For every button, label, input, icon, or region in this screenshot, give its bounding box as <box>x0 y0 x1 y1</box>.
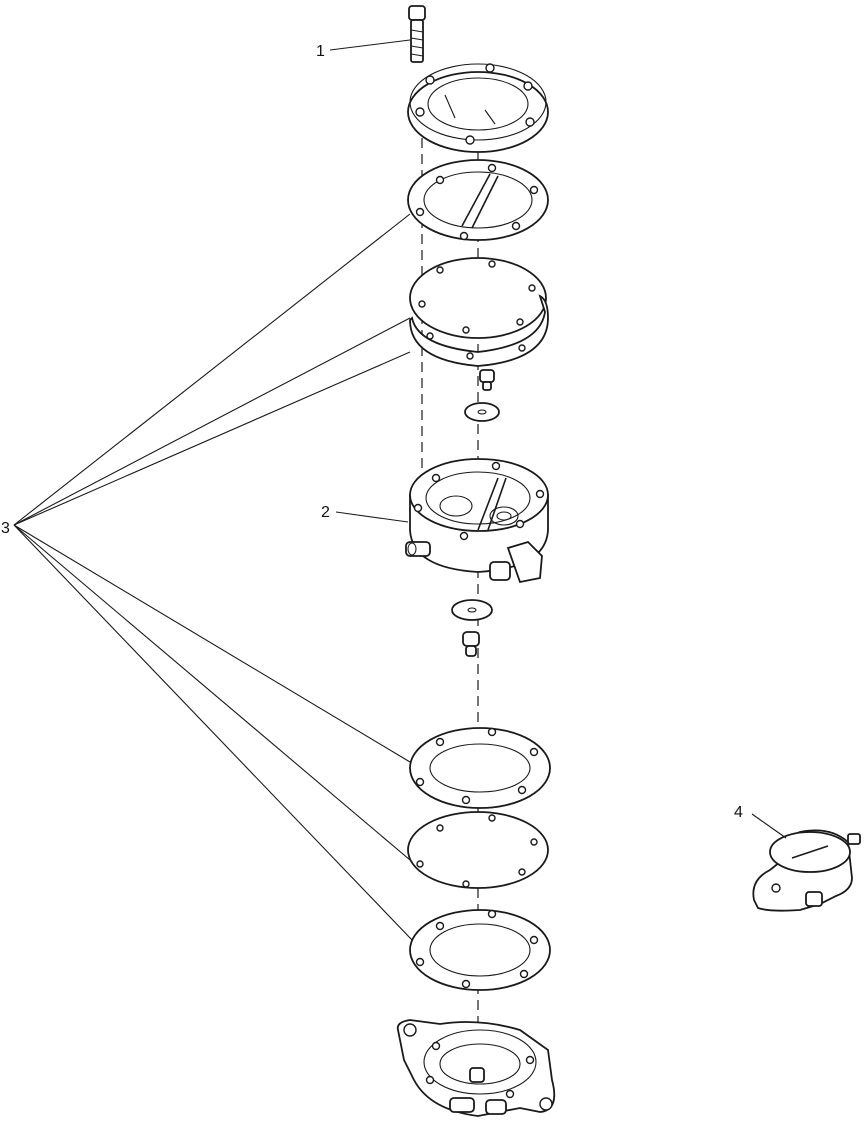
check-valve-upper <box>479 369 495 391</box>
washer-upper <box>464 402 500 422</box>
check-valve-lower <box>462 631 480 657</box>
callout-1: 1 <box>316 43 325 60</box>
gasket-ring-lower <box>409 727 551 809</box>
part-2-pump-body <box>405 458 549 584</box>
gasket-ring-upper <box>409 294 549 367</box>
gasket-slotted <box>407 159 549 241</box>
top-cover <box>407 63 549 153</box>
diaphragm-upper <box>409 257 547 339</box>
gasket-ring-bottom <box>409 909 551 991</box>
leader-fan-3 <box>13 213 413 941</box>
leader-1 <box>329 39 411 51</box>
callout-4: 4 <box>734 804 743 821</box>
callout-2: 2 <box>321 504 330 521</box>
pump-base <box>396 1019 556 1117</box>
part-4-assembled-pump <box>752 829 861 912</box>
part-1-screw <box>408 5 426 63</box>
callout-3: 3 <box>1 520 10 537</box>
washer-lower <box>451 599 493 621</box>
diaphragm-lower <box>407 811 549 889</box>
leader-4 <box>751 813 787 839</box>
leader-2 <box>335 511 409 523</box>
